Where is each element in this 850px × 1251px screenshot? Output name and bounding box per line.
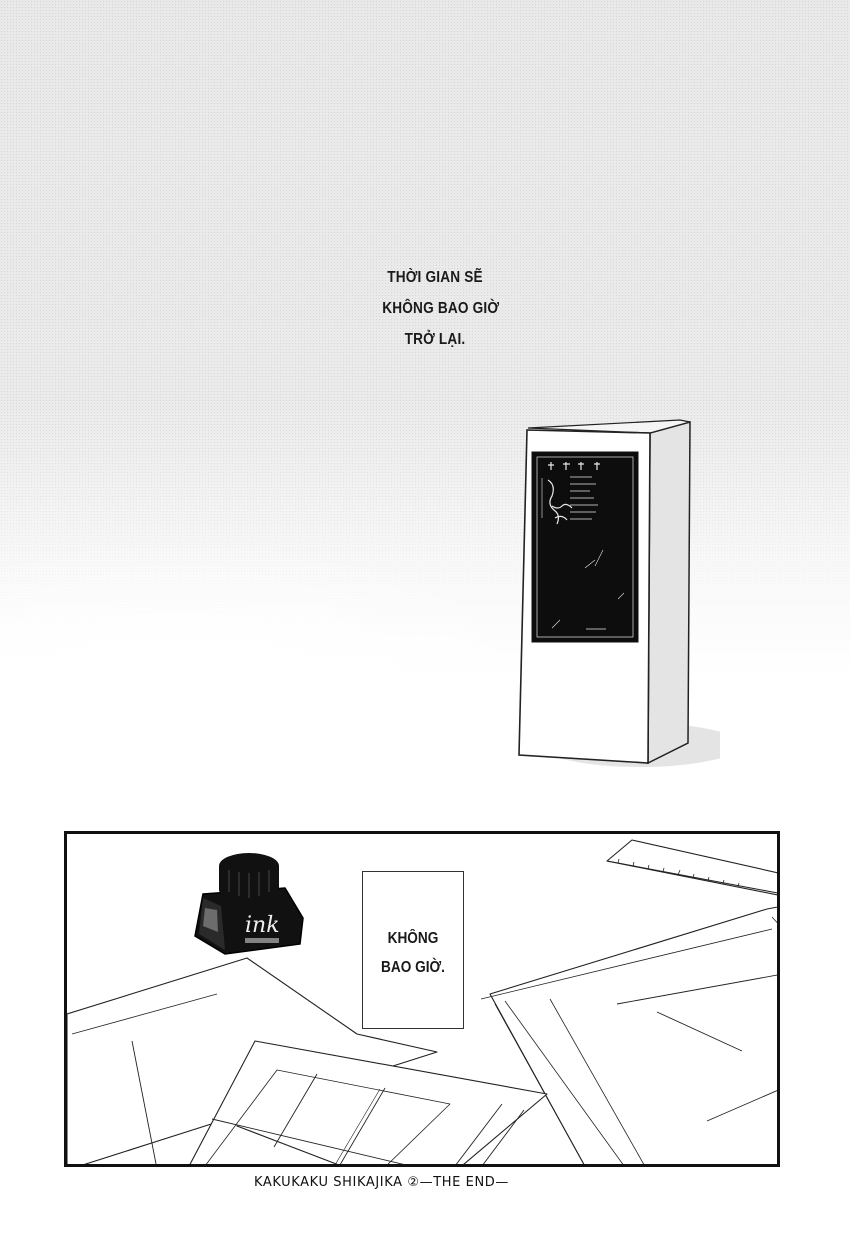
note-card: KHÔNG BAO GIỜ. bbox=[362, 871, 464, 1029]
bottom-panel: ink KHÔNG BAO GIỜ. bbox=[64, 831, 780, 1167]
narration-line-2: KHÔNG BAO GIỜ bbox=[382, 300, 500, 317]
screentone-background bbox=[0, 0, 850, 800]
cover-lettering bbox=[541, 462, 625, 630]
ink-bottle: ink bbox=[194, 853, 304, 955]
book-cover-dark bbox=[531, 451, 639, 643]
narration-line-3: TRỞ LẠI. bbox=[404, 331, 466, 348]
book-spine-side bbox=[647, 421, 691, 765]
ink-label: ink bbox=[245, 913, 280, 938]
note-line-1: KHÔNG bbox=[387, 930, 439, 947]
chapter-end-caption: KAKUKAKU SHIKAJIKA ②—THE END— bbox=[254, 1175, 509, 1190]
manuscript-paper-front bbox=[189, 1040, 548, 1164]
narration-line-1: THỜI GIAN SẼ bbox=[387, 269, 483, 286]
top-panel: THỜI GIAN SẼ KHÔNG BAO GIỜ TRỞ LẠI. bbox=[0, 0, 850, 800]
desk-scene bbox=[67, 839, 777, 1164]
standing-book bbox=[518, 419, 720, 767]
narration-text: THỜI GIAN SẼ KHÔNG BAO GIỜ TRỞ LẠI. bbox=[382, 262, 500, 355]
note-line-2: BAO GIỜ. bbox=[381, 959, 445, 976]
ruler bbox=[606, 839, 777, 896]
note-text: KHÔNG BAO GIỜ. bbox=[369, 924, 457, 982]
manuscript-paper-right-stack bbox=[489, 906, 777, 1164]
